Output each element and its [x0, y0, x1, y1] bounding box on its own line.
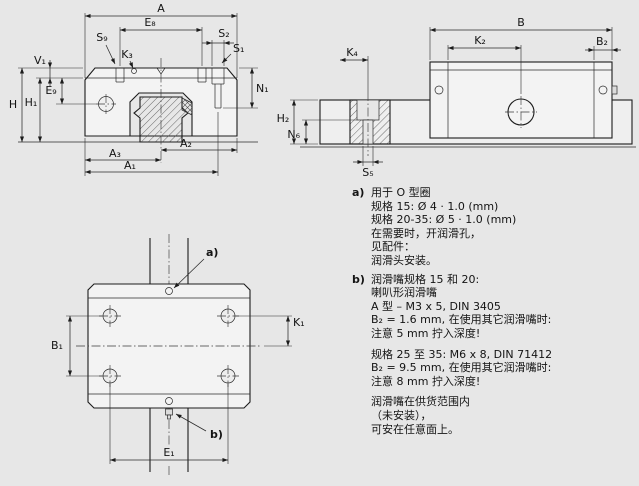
dim-label-H2: H₂	[277, 112, 290, 125]
end-cap-screw	[598, 85, 608, 95]
dim-label-S2: S₂	[218, 27, 229, 40]
ball-insert-crosshatch	[181, 97, 193, 116]
dim-label-V1: V₁	[34, 54, 46, 67]
dim-label-A2: A₂	[180, 137, 192, 150]
dim-label-E9: E₉	[45, 84, 56, 97]
dim-label-E8: E₈	[144, 16, 156, 29]
dim-label-K4: K₄	[346, 46, 358, 59]
note-a-label: a)	[352, 186, 365, 199]
note-b-para-3: 润滑嘴在供货范围内 （未安装）， 可安在任意面上。	[371, 395, 636, 436]
dim-label-H: H	[9, 98, 17, 111]
note-b-para-2: 规格 25 至 35: M6 x 8, DIN 71412 B₂ = 9.5 m…	[371, 348, 636, 389]
dim-label-N6: N₆	[287, 128, 300, 141]
notes-panel: a) 用于 O 型圈 规格 15: Ø 4 · 1.0 (mm) 规格 20-3…	[352, 186, 636, 441]
note-line: 注意 8 mm 拧入深度!	[371, 374, 481, 388]
note-line: 规格 20-35: Ø 5 · 1.0 (mm)	[371, 213, 517, 227]
dim-label-S9: S₉	[96, 31, 107, 44]
side-view: B K₂ B₂ K₄ H₂ N₆ S₅	[277, 16, 636, 179]
leader-b	[175, 413, 207, 432]
top-view: K₁ B₁ E₁ a) b)	[51, 234, 305, 476]
note-line: 在需要时，开润滑孔，	[371, 226, 481, 240]
note-line: 用于 O 型圈	[371, 186, 431, 199]
dim-label-K3: K₃	[121, 48, 133, 61]
note-line: 喇叭形润滑嘴	[371, 286, 437, 300]
front-view: A E₈ S₂ S₁ S₉ K₃ V₁ E₉ H₁ H N₁	[9, 2, 269, 176]
note-a: a) 用于 O 型圈 规格 15: Ø 4 · 1.0 (mm) 规格 20-3…	[352, 186, 636, 268]
note-line: B₂ = 9.5 mm, 在使用其它润滑嘴时:	[371, 361, 552, 375]
callout-a: a)	[206, 246, 218, 259]
dim-label-S5: S₅	[362, 166, 373, 179]
dim-label-K1: K₁	[293, 316, 305, 329]
note-a-body: 用于 O 型圈 规格 15: Ø 4 · 1.0 (mm) 规格 20-35: …	[371, 186, 636, 268]
note-line: A 型 – M3 x 5, DIN 3405	[371, 299, 501, 313]
note-b-label: b)	[352, 272, 365, 286]
note-line: B₂ = 1.6 mm, 在使用其它润滑嘴时:	[371, 313, 552, 327]
dim-label-S1: S₁	[233, 42, 244, 55]
leader-S1	[221, 53, 232, 64]
end-cap-screw	[434, 85, 444, 95]
note-line: 润滑头安装。	[371, 253, 437, 267]
note-line: 见配件：	[371, 240, 415, 254]
note-b: b) 润滑嘴规格 15 和 20: 喇叭形润滑嘴 A 型 – M3 x 5, D…	[352, 273, 636, 437]
o-ring-port	[165, 287, 173, 295]
dim-label-E1: E₁	[163, 446, 174, 459]
dim-label-H1: H₁	[25, 96, 38, 109]
dim-label-B2: B₂	[596, 35, 608, 48]
grease-nipple	[165, 408, 173, 416]
note-line: 规格 15: Ø 4 · 1.0 (mm)	[371, 199, 499, 213]
note-line: （未安装），	[371, 408, 432, 422]
dim-label-B1: B₁	[51, 339, 63, 352]
dim-label-K2: K₂	[474, 34, 486, 47]
leader-S9	[105, 44, 116, 65]
note-b-para-1: 润滑嘴规格 15 和 20: 喇叭形润滑嘴 A 型 – M3 x 5, DIN …	[371, 273, 636, 341]
o-ring-port	[165, 397, 173, 405]
leader-a	[173, 258, 205, 289]
note-line: 润滑嘴在供货范围内	[371, 395, 470, 409]
note-line: 可安在任意面上。	[371, 422, 459, 436]
lube-port-hole	[131, 68, 137, 74]
note-line: 规格 25 至 35: M6 x 8, DIN 71412	[371, 347, 553, 361]
dim-label-N1: N₁	[256, 82, 269, 95]
dim-label-A1: A₁	[124, 159, 136, 172]
note-line: 注意 5 mm 拧入深度!	[371, 326, 481, 340]
dim-label-B: B	[517, 16, 525, 29]
dim-label-A: A	[157, 2, 165, 15]
dim-label-A3: A₃	[109, 147, 121, 160]
grease-nipple	[611, 85, 618, 95]
leader-K3	[128, 60, 134, 69]
grease-nipple-tip	[167, 414, 171, 420]
rail-section-hatched	[133, 96, 189, 143]
note-b-body: 润滑嘴规格 15 和 20: 喇叭形润滑嘴 A 型 – M3 x 5, DIN …	[371, 273, 636, 437]
note-line: 润滑嘴规格 15 和 20:	[371, 272, 480, 286]
callout-b: b)	[210, 428, 223, 441]
